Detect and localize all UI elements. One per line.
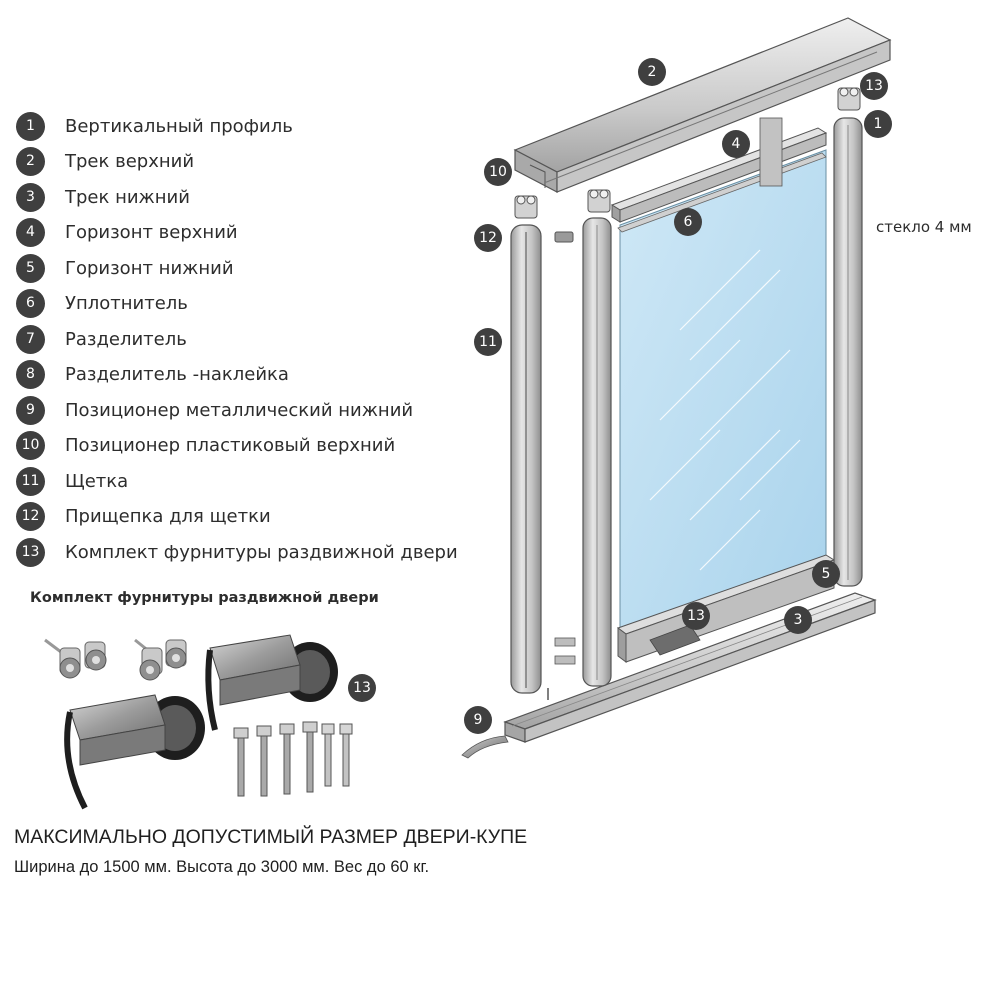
legend-number: 11 (16, 466, 45, 496)
legend-item-11: 11 Щетка (16, 466, 496, 496)
legend-number: 3 (16, 182, 45, 212)
svg-text:13: 13 (353, 680, 371, 696)
vertical-profile-middle (582, 217, 612, 687)
callout-10: 10 (484, 158, 512, 186)
callout-4: 4 (722, 130, 750, 158)
legend-item-1: 1 Вертикальный профиль (16, 111, 496, 141)
legend-item-10: 10 Позиционер пластиковый верхний (16, 430, 496, 460)
legend-number: 8 (16, 359, 45, 389)
legend-label: Комплект фурнитуры раздвижной двери (65, 541, 458, 563)
size-limits-text: Ширина до 1500 мм. Высота до 3000 мм. Ве… (14, 858, 430, 876)
legend-item-7: 7 Разделитель (16, 324, 496, 354)
legend-number: 2 (16, 146, 45, 176)
svg-text:13: 13 (687, 608, 705, 624)
svg-text:5: 5 (822, 566, 831, 582)
svg-text:9: 9 (474, 712, 483, 728)
legend-label: Горизонт нижний (65, 257, 234, 279)
legend-label: Позиционер пластиковый верхний (65, 434, 396, 456)
legend-number: 6 (16, 288, 45, 318)
legend-item-8: 8 Разделитель -наклейка (16, 359, 496, 389)
legend-item-6: 6 Уплотнитель (16, 288, 496, 318)
legend-label: Трек верхний (65, 150, 195, 172)
top-track (513, 17, 892, 193)
legend-label: Трек нижний (65, 186, 190, 208)
legend-label: Позиционер металлический нижний (65, 399, 414, 421)
legend-label: Разделитель -наклейка (65, 363, 289, 385)
legend-item-4: 4 Горизонт верхний (16, 217, 496, 247)
svg-text:2: 2 (648, 64, 657, 80)
legend-item-2: 2 Трек верхний (16, 146, 496, 176)
vertical-profile-right (833, 117, 863, 587)
bottom-track (503, 592, 877, 743)
top-rollers (514, 87, 861, 243)
callout-1: 1 (864, 110, 892, 138)
kit-caption: Комплект фурнитуры раздвижной двери (30, 590, 379, 606)
glass-thickness-note: стекло 4 мм (876, 218, 972, 236)
legend-number: 12 (16, 501, 45, 531)
legend-label: Вертикальный профиль (65, 115, 293, 137)
callout-13-kit: 13 (348, 674, 376, 702)
legend-label: Разделитель (65, 328, 187, 350)
callout-12: 12 (474, 224, 502, 252)
callout-6: 6 (674, 208, 702, 236)
svg-text:13: 13 (865, 78, 883, 94)
vertical-profile-left-brush (510, 224, 542, 694)
lower-horizontal-profile (616, 554, 836, 663)
legend-item-13: 13 Комплект фурнитуры раздвижной двери (16, 537, 496, 567)
upper-horizontal-profiles (610, 117, 828, 233)
legend-number: 4 (16, 217, 45, 247)
callout-3: 3 (784, 606, 812, 634)
legend-label: Прищепка для щетки (65, 505, 271, 527)
svg-text:12: 12 (479, 230, 497, 246)
legend-item-3: 3 Трек нижний (16, 182, 496, 212)
legend-label: Горизонт верхний (65, 221, 238, 243)
profile-screws (547, 637, 576, 700)
size-limits-title: МАКСИМАЛЬНО ДОПУСТИМЫЙ РАЗМЕР ДВЕРИ-КУПЕ (14, 826, 528, 848)
legend-number: 9 (16, 395, 45, 425)
svg-text:11: 11 (479, 334, 497, 350)
legend-item-5: 5 Горизонт нижний (16, 253, 496, 283)
callout-5: 5 (812, 560, 840, 588)
glass-panel (619, 149, 827, 641)
callout-11: 11 (474, 328, 502, 356)
legend-number: 13 (16, 537, 45, 567)
legend-label: Уплотнитель (65, 292, 188, 314)
legend-number: 5 (16, 253, 45, 283)
callout-2: 2 (638, 58, 666, 86)
legend-item-9: 9 Позиционер металлический нижний (16, 395, 496, 425)
svg-text:10: 10 (489, 164, 507, 180)
metal-positioner (461, 735, 509, 759)
legend-number: 7 (16, 324, 45, 354)
svg-text:6: 6 (684, 214, 693, 230)
callout-13-mid: 13 (682, 602, 710, 630)
svg-text:3: 3 (794, 612, 803, 628)
callout-9: 9 (464, 706, 492, 734)
callout-13-top: 13 (860, 72, 888, 100)
legend-label: Щетка (65, 470, 129, 492)
legend-number: 10 (16, 430, 45, 460)
svg-text:4: 4 (732, 136, 741, 152)
svg-text:1: 1 (874, 116, 883, 132)
legend-item-12: 12 Прищепка для щетки (16, 501, 496, 531)
legend-number: 1 (16, 111, 45, 141)
hardware-kit-illustration (44, 634, 353, 810)
